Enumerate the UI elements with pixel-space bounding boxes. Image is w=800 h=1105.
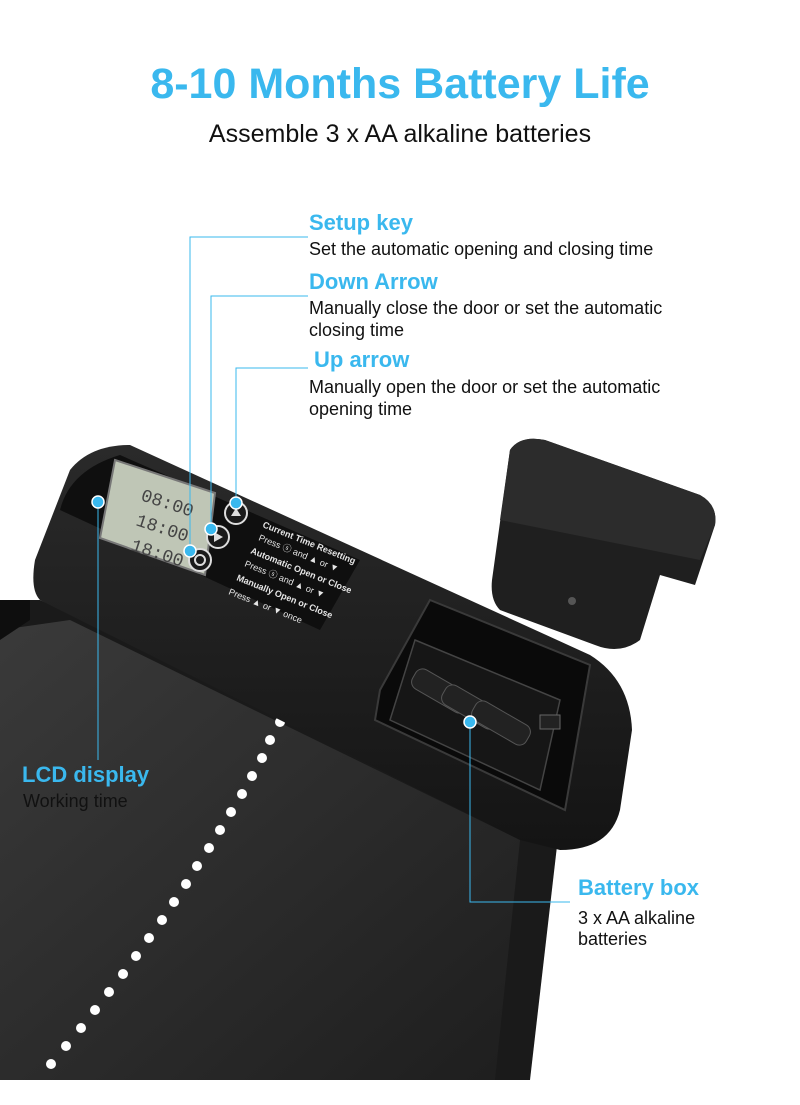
down-arrow-desc-line2: closing time [309, 320, 405, 340]
up-arrow-dot [229, 496, 243, 510]
page-subtitle: Assemble 3 x AA alkaline batteries [208, 120, 592, 148]
door-seal-dots [46, 717, 285, 1069]
lcd-display-title: LCD display [22, 762, 150, 787]
battery-compartment [373, 598, 592, 812]
setup-key-desc: Set the automatic opening and closing ti… [309, 239, 654, 259]
lcd-display-desc: Working time [23, 791, 128, 811]
setup-key-dot [183, 544, 197, 558]
battery-box-dot [463, 715, 477, 729]
battery-box-title: Battery box [578, 875, 700, 900]
battery-box-line [469, 722, 570, 903]
battery-box-desc-line1: 3 x AA alkaline [578, 908, 696, 928]
down-arrow-title: Down Arrow [309, 269, 438, 294]
down-arrow-desc-line1: Manually close the door or set the autom… [309, 298, 663, 318]
up-arrow-desc-line1: Manually open the door or set the automa… [309, 377, 661, 397]
setup-key-title: Setup key [309, 210, 413, 235]
battery-box-desc-line2: batteries [578, 929, 648, 949]
down-arrow-line [210, 295, 308, 527]
setup-key-line [189, 236, 308, 551]
up-arrow-desc-line2: opening time [309, 399, 413, 419]
up-arrow-line [235, 367, 308, 503]
page-title: 8-10 Months Battery Life [150, 60, 650, 108]
down-arrow-dot [204, 522, 218, 536]
callout-lines [97, 236, 570, 903]
door-panel [0, 600, 560, 1080]
up-arrow-title: Up arrow [314, 347, 410, 372]
callout-dots [91, 495, 477, 729]
lcd-display-dot [91, 495, 105, 509]
battery-cover [491, 438, 716, 649]
